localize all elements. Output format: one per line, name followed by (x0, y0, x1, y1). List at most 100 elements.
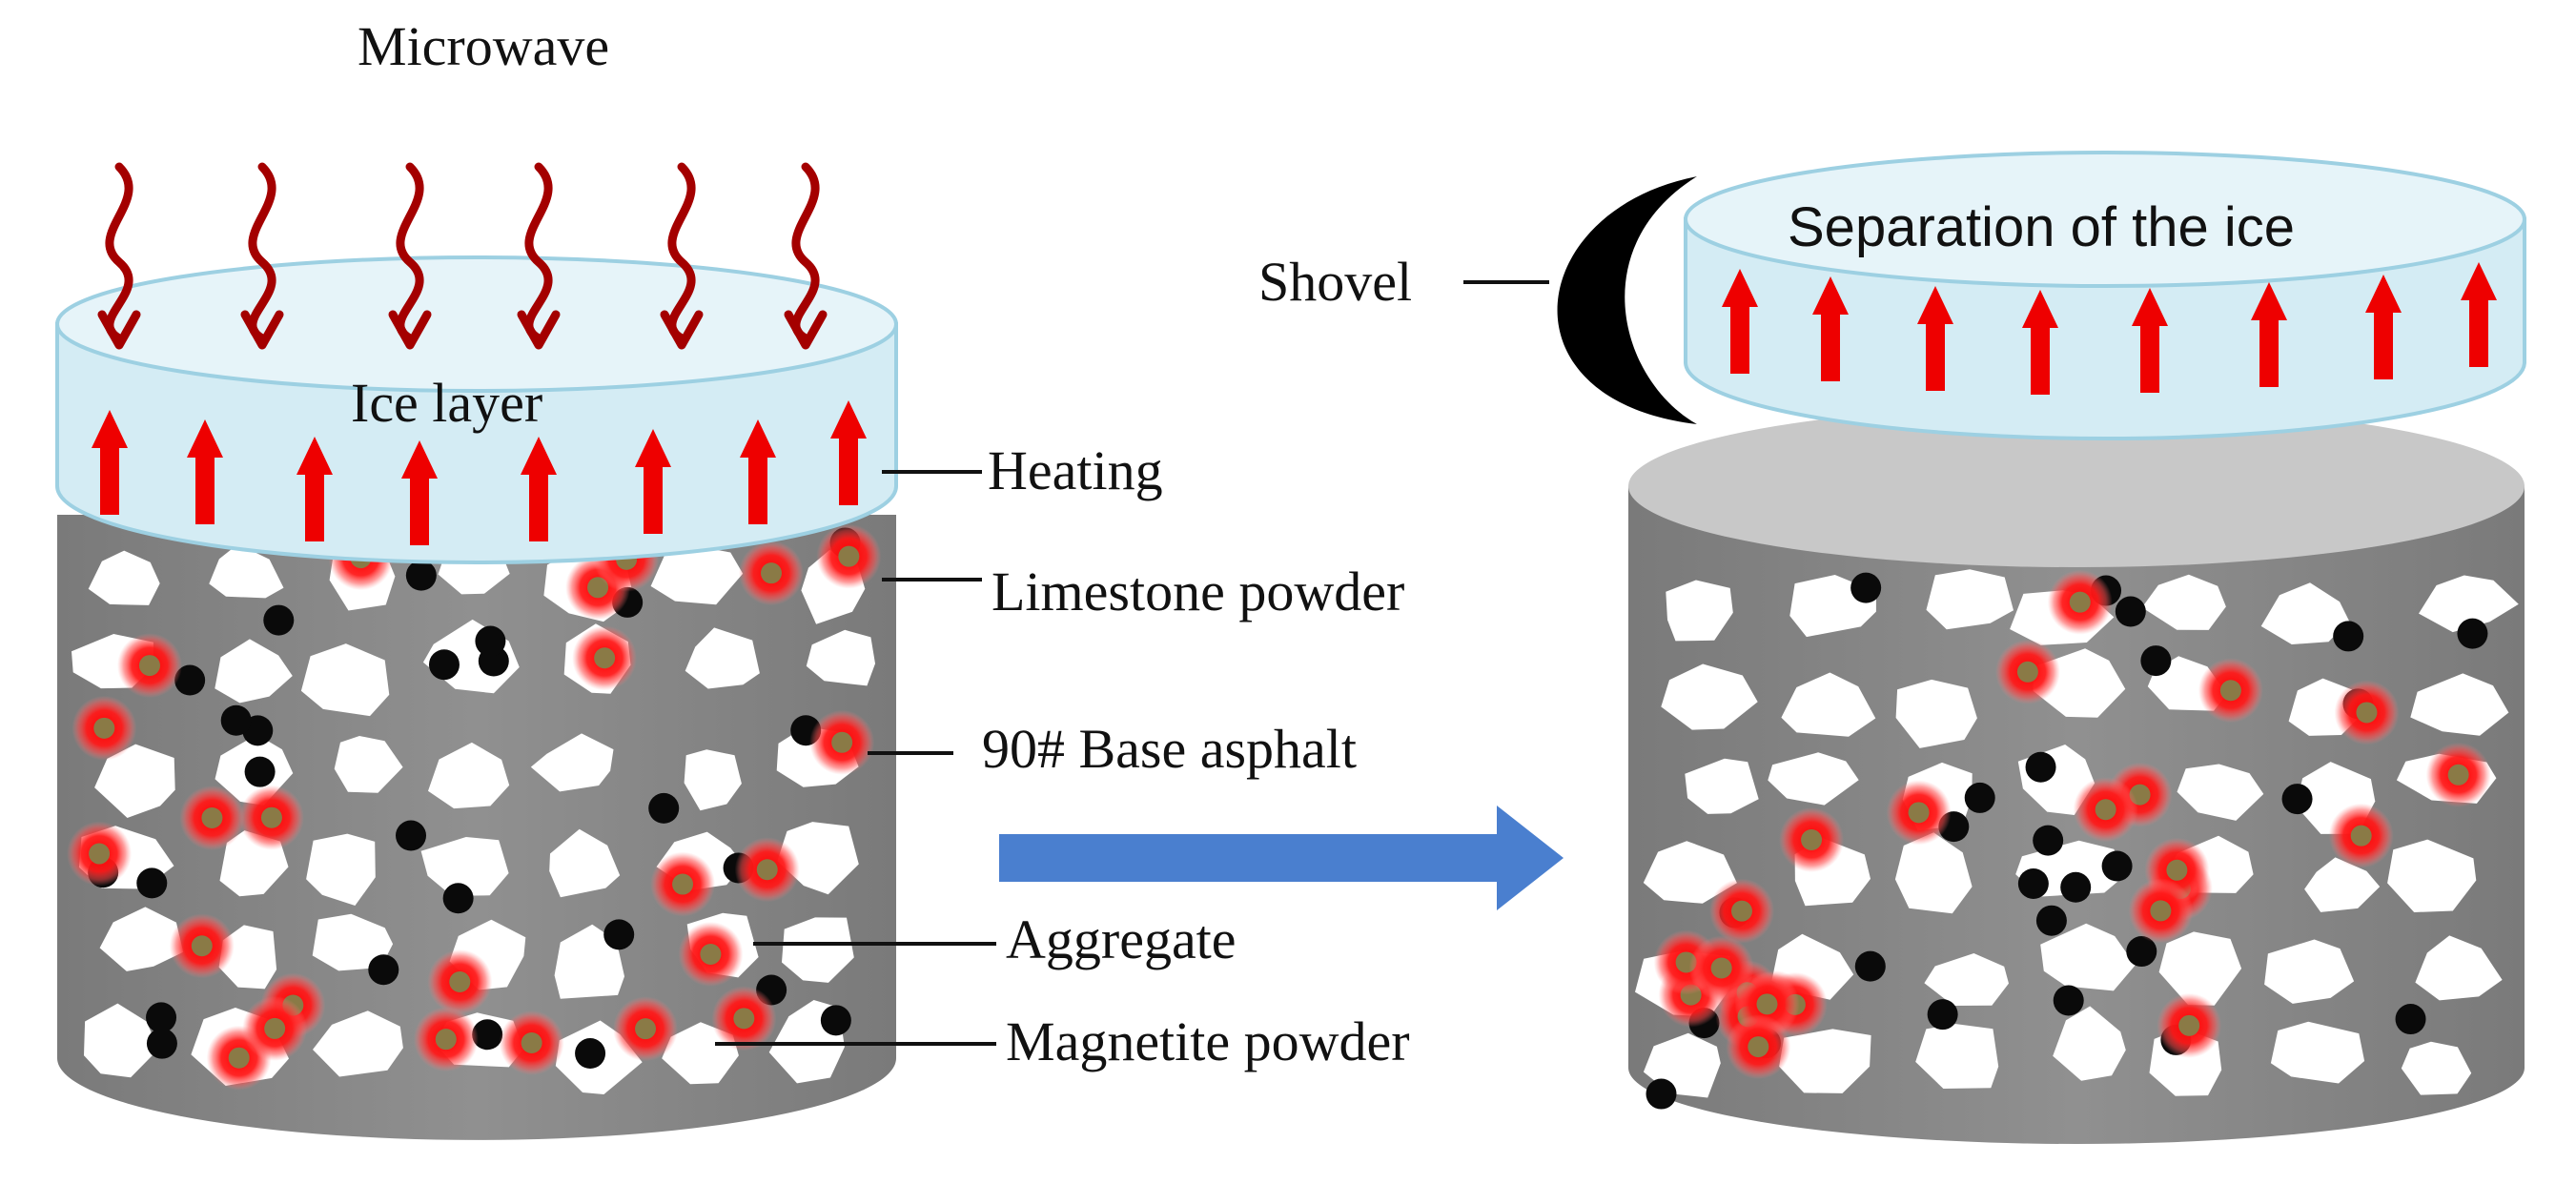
microwave-waves (97, 162, 828, 350)
aggregate-particle (215, 639, 293, 704)
magnetite-particle (435, 1029, 457, 1051)
magnetite-particle (1756, 993, 1778, 1015)
limestone-particle (2101, 850, 2133, 882)
aggregate-particle (2410, 673, 2509, 736)
aggregate-particle (530, 733, 614, 792)
aggregate-particle (806, 629, 875, 686)
magnetite-particle (89, 843, 111, 865)
up-arrow-icon (2132, 288, 2168, 393)
limestone-particle (244, 756, 276, 787)
limestone-particle (1964, 782, 1995, 813)
up-arrow-icon (187, 419, 223, 524)
aggregate-particle (1915, 1024, 1999, 1089)
magnetite-particle (2095, 799, 2116, 821)
wavy-arrow-down-icon (105, 162, 133, 343)
limestone-particle (1646, 1078, 1677, 1110)
heating-label: Heating (988, 439, 1163, 501)
wavy-arrowhead (388, 310, 432, 350)
wavy-arrowhead (784, 310, 828, 350)
up-arrow-icon (830, 400, 867, 505)
limestone-particle (220, 704, 252, 736)
leader-lines (715, 280, 1549, 1046)
magnetite-particle (521, 1031, 542, 1053)
aggregate-particle (84, 1003, 159, 1078)
aggregate-particle (685, 627, 760, 689)
aggregate-particle (94, 744, 175, 818)
limestone-particle (2140, 645, 2172, 677)
aggregate-particle (1661, 663, 1758, 730)
wavy-arrow-down-icon (667, 162, 696, 343)
up-arrow-icon (2461, 262, 2497, 367)
up-arrow-icon (521, 437, 557, 541)
aggregate-particle (2177, 764, 2264, 821)
wavy-arrow-down-icon (791, 162, 820, 343)
magnetite-particle (138, 655, 160, 677)
aggregate-particle (684, 749, 742, 811)
magnetite-particle (191, 935, 213, 957)
aggregate-label: Aggregate (1006, 908, 1237, 970)
aggregate-particle (2141, 574, 2226, 630)
wavy-arrow-down-icon (396, 162, 424, 343)
magnetite-powder-label: Magnetite powder (1006, 1010, 1410, 1072)
left-mix-interior (67, 523, 882, 1094)
magnetite-particle (635, 1018, 657, 1040)
magnetite-particle (2356, 702, 2378, 724)
aggregate-particle (300, 643, 390, 717)
aggregate-particle (209, 543, 284, 599)
wavy-arrowhead (240, 310, 284, 350)
up-arrow-icon (296, 437, 333, 541)
limestone-particle (575, 1038, 606, 1070)
limestone-particle (368, 954, 399, 986)
magnetite-particle (838, 545, 860, 567)
aggregate-particle (2158, 931, 2242, 1006)
ice-layer-label: Ice layer (351, 372, 542, 434)
magnetite-particle (264, 1017, 286, 1039)
magnetite-particle (201, 807, 223, 829)
magnetite-particle (2166, 859, 2188, 881)
limestone-particle (475, 625, 506, 657)
aggregate-particle (2387, 839, 2477, 912)
limestone-particle (396, 820, 427, 851)
crescent-shovel-icon (1557, 176, 1697, 424)
magnetite-particle (1908, 802, 1930, 824)
aggregate-particle (2053, 1006, 2126, 1081)
limestone-particle (648, 792, 680, 824)
up-arrow-icon (2022, 290, 2058, 395)
aggregate-particle (1781, 672, 1876, 737)
wavy-arrowhead (660, 310, 704, 350)
aggregate-particle (306, 833, 376, 906)
limestone-particle (2281, 784, 2313, 815)
limestone-powder-label: Limestone powder (992, 561, 1404, 622)
limestone-particle (174, 664, 206, 696)
limestone-particle (1854, 950, 1886, 982)
magnetite-particle (733, 1008, 755, 1030)
aggregate-particle (1895, 679, 1977, 748)
limestone-particle (2395, 1004, 2426, 1035)
right-arrow-icon (999, 806, 1564, 910)
magnetite-particle (2350, 825, 2372, 847)
magnetite-particle (1801, 828, 1823, 850)
limestone-particle (2017, 867, 2049, 899)
limestone-particle (603, 919, 635, 950)
right-ice-top (1684, 151, 2526, 288)
aggregate-particle (1685, 758, 1759, 814)
left-sample (55, 162, 898, 1140)
right-sample (1557, 151, 2526, 1144)
wavy-arrowhead (517, 310, 561, 350)
aggregate-particle (1768, 752, 1859, 806)
base-asphalt-label: 90# Base asphalt (982, 718, 1357, 780)
aggregate-particle (2260, 582, 2349, 644)
limestone-particle (2457, 618, 2488, 649)
aggregate-particle (549, 828, 621, 898)
magnetite-particle (831, 731, 853, 753)
aggregate-particle (2040, 923, 2136, 991)
aggregate-particle (312, 913, 394, 971)
wavy-arrowhead (97, 310, 141, 350)
aggregate-particle (782, 917, 854, 983)
magnetite-particle (594, 647, 616, 669)
up-arrow-icon (1917, 286, 1953, 391)
magnetite-particle (1710, 957, 1732, 979)
up-arrow-icon (740, 419, 776, 524)
magnetite-particle (2150, 900, 2172, 922)
magnetite-particle (2069, 591, 2091, 613)
